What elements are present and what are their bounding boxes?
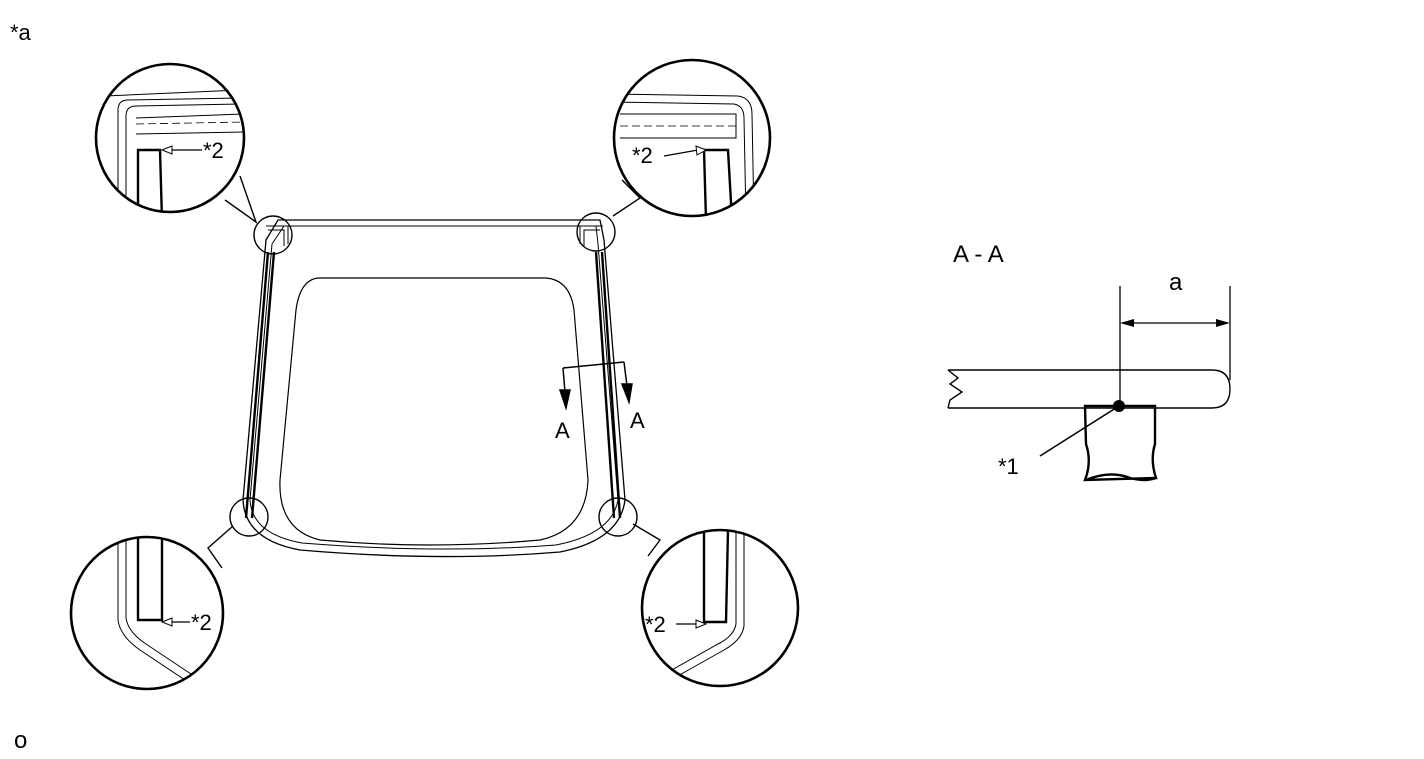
section-mark-left: A bbox=[555, 418, 570, 443]
magnifier-connectors bbox=[207, 175, 662, 569]
cross-section-view bbox=[947, 286, 1231, 482]
section-mark-right: A bbox=[630, 408, 645, 433]
dimension-arrow-left bbox=[1120, 319, 1134, 327]
point-callout: *1 bbox=[998, 454, 1019, 479]
figure-id-label: *a bbox=[10, 20, 32, 45]
seal-callout-top-left: *2 bbox=[203, 138, 224, 163]
windshield-outline bbox=[242, 219, 626, 558]
detail-circle-bottom-right: *2 bbox=[640, 528, 800, 688]
detail-circle-bottom-left: *2 bbox=[69, 535, 225, 691]
footer-code: o bbox=[14, 727, 27, 754]
section-title: A - A bbox=[953, 241, 1004, 268]
seal-callout-bottom-right: *2 bbox=[645, 612, 666, 637]
seal-callout-bottom-left: *2 bbox=[191, 610, 212, 635]
side-seal-strips bbox=[244, 251, 622, 519]
section-cut-marker bbox=[558, 361, 633, 411]
detail-circle-top-left: *2 bbox=[94, 62, 246, 214]
detail-circle-top-right: *2 bbox=[612, 58, 772, 218]
point-leader-line bbox=[1039, 405, 1120, 457]
corner-markers bbox=[229, 212, 638, 537]
dimension-arrow-right bbox=[1216, 319, 1230, 327]
dimension-label: a bbox=[1169, 269, 1183, 296]
seal-callout-top-right: *2 bbox=[632, 143, 653, 168]
